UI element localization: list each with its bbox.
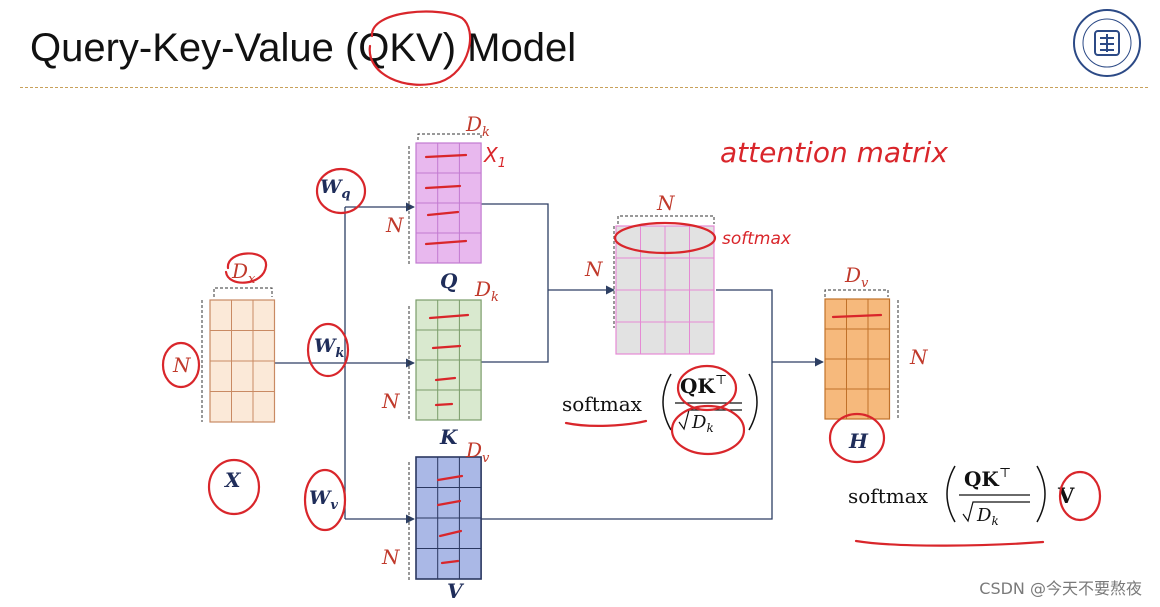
- dim-h-cols: Dv: [844, 263, 869, 291]
- label-q: Q: [440, 269, 458, 293]
- weight-k: Wk: [314, 335, 344, 361]
- dim-x-rows: N: [172, 353, 192, 377]
- dim-k-cols: Dk: [474, 277, 499, 305]
- output-num: QK⊤: [964, 466, 1011, 491]
- dim-a-cols: N: [656, 191, 676, 215]
- connector-lines: [275, 202, 824, 524]
- dim-q-rows: N: [385, 213, 405, 237]
- matrix-v: [415, 456, 482, 580]
- dim-v-rows: N: [381, 545, 401, 569]
- attention-out-line: [716, 289, 773, 362]
- output-den: Dk: [976, 505, 999, 528]
- formula-func: softmax: [562, 392, 643, 416]
- dim-a-rows: N: [584, 257, 604, 281]
- dim-x-cols: Dx: [231, 259, 256, 287]
- output-paren-left: [946, 465, 956, 523]
- paren-right: [748, 373, 758, 431]
- weight-v: Wv: [309, 487, 338, 513]
- output-sqrt-sign: [962, 501, 1030, 523]
- weight-q: Wq: [320, 176, 350, 202]
- q-out-line: [481, 203, 549, 290]
- attention-matrix: [615, 225, 715, 355]
- dim-h-rows: N: [909, 345, 929, 369]
- dimension-brackets: [201, 133, 899, 580]
- annotation-softmax: softmax: [722, 229, 792, 249]
- university-seal-logo: [1073, 9, 1141, 77]
- annotation-attention-matrix: attention matrix: [720, 136, 948, 169]
- k-out-line: [481, 290, 549, 363]
- watermark: CSDN @今天不要熬夜: [979, 579, 1142, 598]
- output-paren-right: [1036, 465, 1046, 523]
- dim-k-rows: N: [381, 389, 401, 413]
- label-k: K: [439, 425, 459, 449]
- output-formula: softmax QK⊤ Dk V: [848, 465, 1075, 528]
- handwritten-annotations: [161, 10, 1102, 565]
- matrix-h: [824, 298, 891, 420]
- title-divider: [20, 87, 1148, 88]
- v-out-line: [481, 362, 773, 520]
- formula-den: Dk: [691, 412, 714, 435]
- dim-q-cols: Dk: [465, 112, 490, 140]
- dim-v-cols: Dv: [465, 438, 490, 466]
- label-x: X: [223, 468, 242, 492]
- annotation-x1: X1: [483, 143, 506, 171]
- paren-left: [662, 373, 672, 431]
- slide-title: Query-Key-Value (QKV) Model: [30, 26, 577, 70]
- matrix-x: [209, 299, 276, 423]
- label-v: V: [447, 579, 465, 603]
- matrix-k: [415, 299, 482, 421]
- label-h: H: [848, 429, 869, 453]
- output-func: softmax: [848, 484, 929, 508]
- formula-num: QK⊤: [680, 373, 727, 398]
